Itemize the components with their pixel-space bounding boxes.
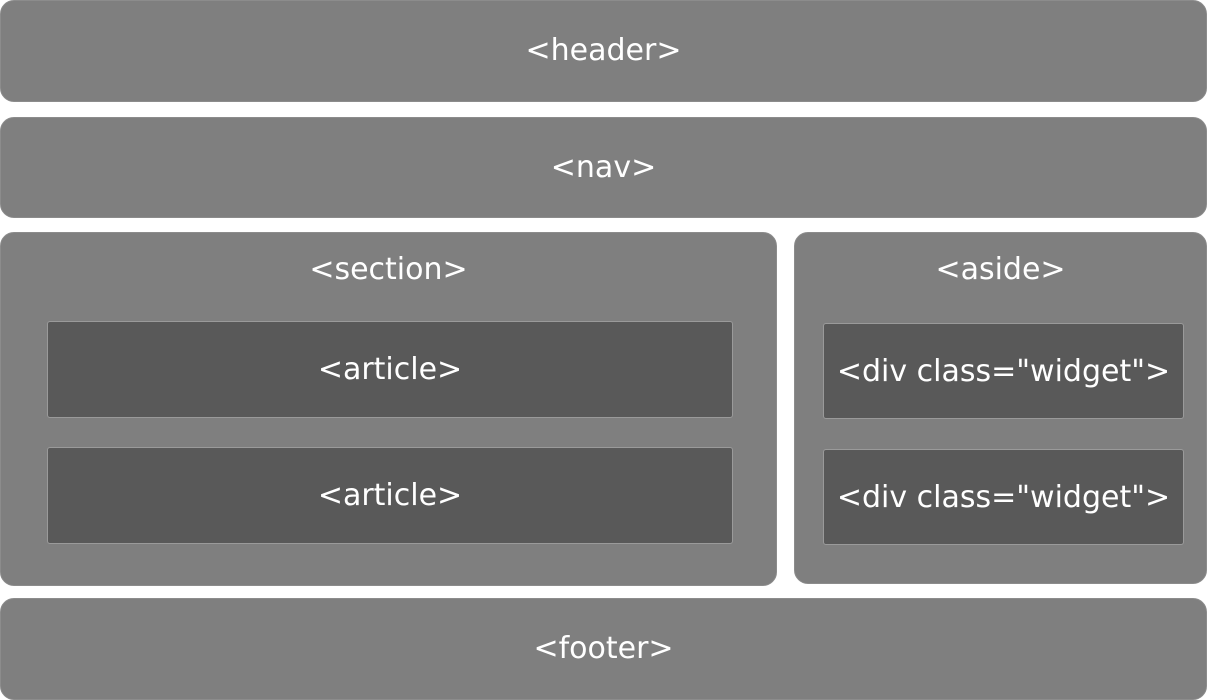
nav-label: <nav>	[550, 149, 657, 185]
aside-block: <aside> <div class="widget"> <div class=…	[794, 232, 1207, 584]
footer-label: <footer>	[533, 631, 674, 666]
widget-block: <div class="widget">	[823, 323, 1184, 419]
article-block: <article>	[47, 321, 733, 418]
footer-block: <footer>	[0, 598, 1207, 700]
header-label: <header>	[525, 33, 682, 68]
header-block: <header>	[0, 0, 1207, 102]
section-label: <section>	[309, 252, 468, 287]
widget-block: <div class="widget">	[823, 449, 1184, 545]
nav-block: <nav>	[0, 117, 1207, 218]
aside-label: <aside>	[935, 252, 1066, 287]
section-block: <section> <article> <article>	[0, 232, 777, 586]
article-block: <article>	[47, 447, 733, 544]
